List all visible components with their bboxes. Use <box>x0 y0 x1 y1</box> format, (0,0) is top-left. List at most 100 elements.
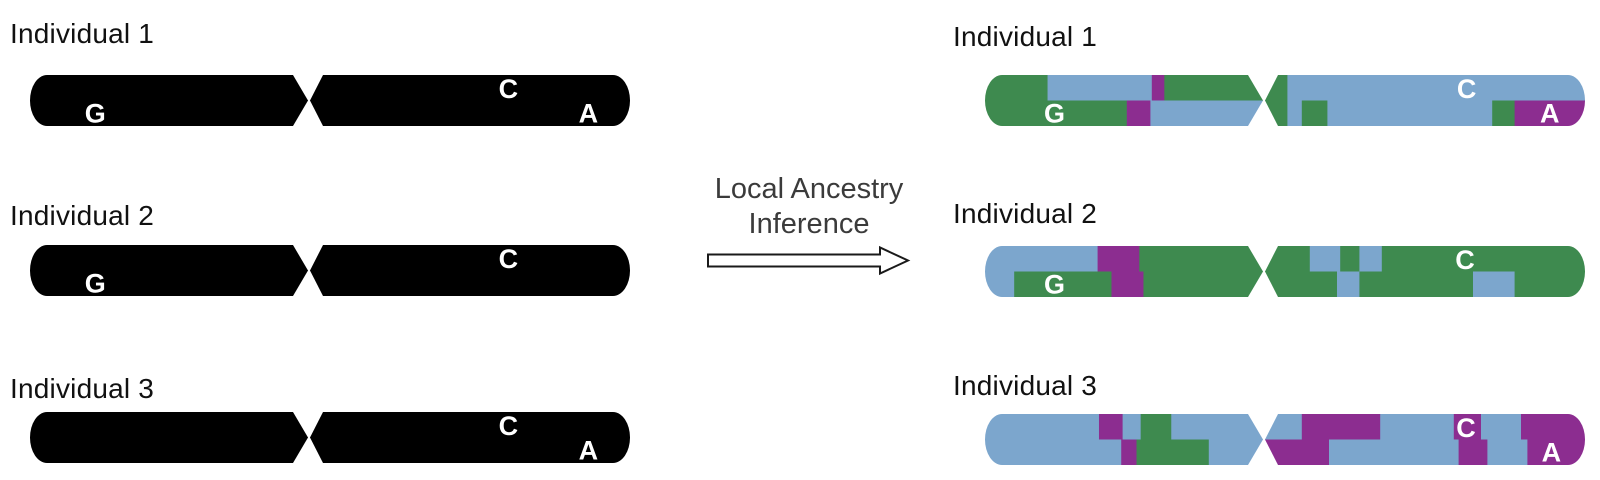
q-arm <box>310 412 630 463</box>
allele-letter-G: G <box>85 269 106 297</box>
ancestry-segment-blue <box>985 414 1100 441</box>
ancestry-segment-purple <box>1097 246 1140 273</box>
ancestry-segment-black <box>30 75 308 102</box>
q-arm <box>1265 414 1585 465</box>
ancestry-segment-purple <box>1527 439 1585 465</box>
individual-2-label-ancestry: Individual 2 <box>953 198 1098 229</box>
ancestry-segment-black <box>310 437 630 463</box>
allele-letter-A: A <box>1540 99 1560 127</box>
ancestry-segment-green <box>1359 271 1474 297</box>
ancestry-segment-green <box>985 75 1048 102</box>
allele-letter-C: C <box>1455 246 1475 275</box>
q-arm <box>310 245 630 296</box>
allele-letter-A: A <box>579 99 599 127</box>
q-arm <box>1265 75 1585 126</box>
chromosome-ancestry-individual-3: CA <box>985 414 1585 465</box>
individual-2-label-genotype: Individual 2 <box>10 200 155 231</box>
ancestry-segment-black <box>30 100 308 126</box>
process-title: Local Ancestry Inference <box>659 172 959 242</box>
ancestry-segment-black <box>30 412 308 439</box>
chromosome-genotype-individual-1: GCA <box>30 75 630 126</box>
individual-3-label-ancestry: Individual 3 <box>953 370 1098 401</box>
ancestry-segment-blue <box>1359 246 1383 273</box>
p-arm <box>30 412 308 463</box>
ancestry-segment-blue <box>1150 100 1263 126</box>
ancestry-segment-blue <box>985 439 1122 465</box>
process-title-line2: Inference <box>748 208 870 240</box>
chromosome-genotype-individual-3: CA <box>30 412 630 463</box>
ancestry-segment-green <box>985 100 1128 126</box>
allele-letter-C: C <box>1457 75 1477 104</box>
ancestry-segment-blue <box>1329 439 1459 465</box>
ancestry-segment-green <box>1340 246 1360 273</box>
ancestry-segment-green <box>1265 100 1288 126</box>
ancestry-segment-green <box>1014 271 1112 297</box>
ancestry-segment-green <box>1143 271 1263 297</box>
ancestry-segment-blue <box>985 271 1015 297</box>
ancestry-segment-green <box>1136 439 1210 465</box>
ancestry-segment-blue <box>1337 271 1360 297</box>
ancestry-segment-green <box>1492 100 1515 126</box>
allele-letter-C: C <box>499 75 519 104</box>
p-arm <box>985 75 1263 126</box>
ancestry-segment-blue <box>1481 414 1522 441</box>
ancestry-segment-blue <box>1265 414 1303 441</box>
allele-letter-C: C <box>499 412 519 441</box>
ancestry-segment-purple <box>1521 414 1585 441</box>
p-arm <box>985 414 1263 465</box>
right-arrow-shape <box>707 245 911 276</box>
allele-letter-G: G <box>1044 99 1065 127</box>
chromosome-genotype-individual-2: GC <box>30 245 630 296</box>
allele-letter-A: A <box>1542 438 1562 466</box>
ancestry-segment-black <box>310 270 630 296</box>
ancestry-segment-green <box>1301 100 1328 126</box>
ancestry-segment-black <box>310 100 630 126</box>
allele-letter-G: G <box>1044 270 1065 298</box>
ancestry-segment-green <box>1265 271 1338 297</box>
ancestry-segment-green <box>1265 246 1311 273</box>
ancestry-segment-blue <box>1327 100 1493 126</box>
ancestry-segment-green <box>1381 246 1585 273</box>
ancestry-segment-purple <box>1121 439 1137 465</box>
q-arm <box>310 75 630 126</box>
chromosome-ancestry-individual-2: GC <box>985 246 1585 297</box>
ancestry-segment-blue <box>985 246 1098 273</box>
ancestry-segment-green <box>1139 246 1263 273</box>
ancestry-segment-blue <box>1122 414 1142 441</box>
ancestry-segment-green <box>1140 414 1172 441</box>
ancestry-segment-black <box>30 270 308 296</box>
ancestry-segment-blue <box>1287 100 1303 126</box>
allele-letter-C: C <box>499 245 519 274</box>
ancestry-segment-green <box>1265 75 1288 102</box>
ancestry-segment-purple <box>1126 100 1151 126</box>
ancestry-segment-purple <box>1458 439 1488 465</box>
ancestry-segment-purple <box>1151 75 1165 102</box>
p-arm <box>985 246 1263 297</box>
allele-letter-C: C <box>1456 414 1476 443</box>
right-arrow-icon <box>707 245 911 276</box>
ancestry-segment-purple <box>1098 414 1124 441</box>
ancestry-segment-purple <box>1453 414 1482 441</box>
ancestry-segment-purple <box>1265 439 1330 465</box>
ancestry-segment-blue <box>1487 439 1528 465</box>
ancestry-segment-black <box>310 75 630 102</box>
ancestry-segment-black <box>310 245 630 272</box>
individual-1-label-genotype: Individual 1 <box>10 18 155 49</box>
chromosome-ancestry-individual-1: GCA <box>985 75 1585 126</box>
ancestry-segment-blue <box>1309 246 1341 273</box>
p-arm <box>30 75 308 126</box>
ancestry-segment-purple <box>1111 271 1144 297</box>
ancestry-segment-blue <box>1171 414 1263 441</box>
allele-letter-A: A <box>579 436 599 464</box>
process-title-line1: Local Ancestry <box>714 173 904 205</box>
ancestry-segment-blue <box>1287 75 1585 102</box>
allele-letter-G: G <box>85 99 106 127</box>
ancestry-segment-blue <box>1208 439 1263 465</box>
individual-3-label-genotype: Individual 3 <box>10 373 155 404</box>
ancestry-segment-blue <box>1047 75 1153 102</box>
ancestry-segment-purple <box>1514 100 1585 126</box>
ancestry-segment-blue <box>1473 271 1515 297</box>
ancestry-segment-green <box>1514 271 1585 297</box>
ancestry-segment-black <box>30 437 308 463</box>
